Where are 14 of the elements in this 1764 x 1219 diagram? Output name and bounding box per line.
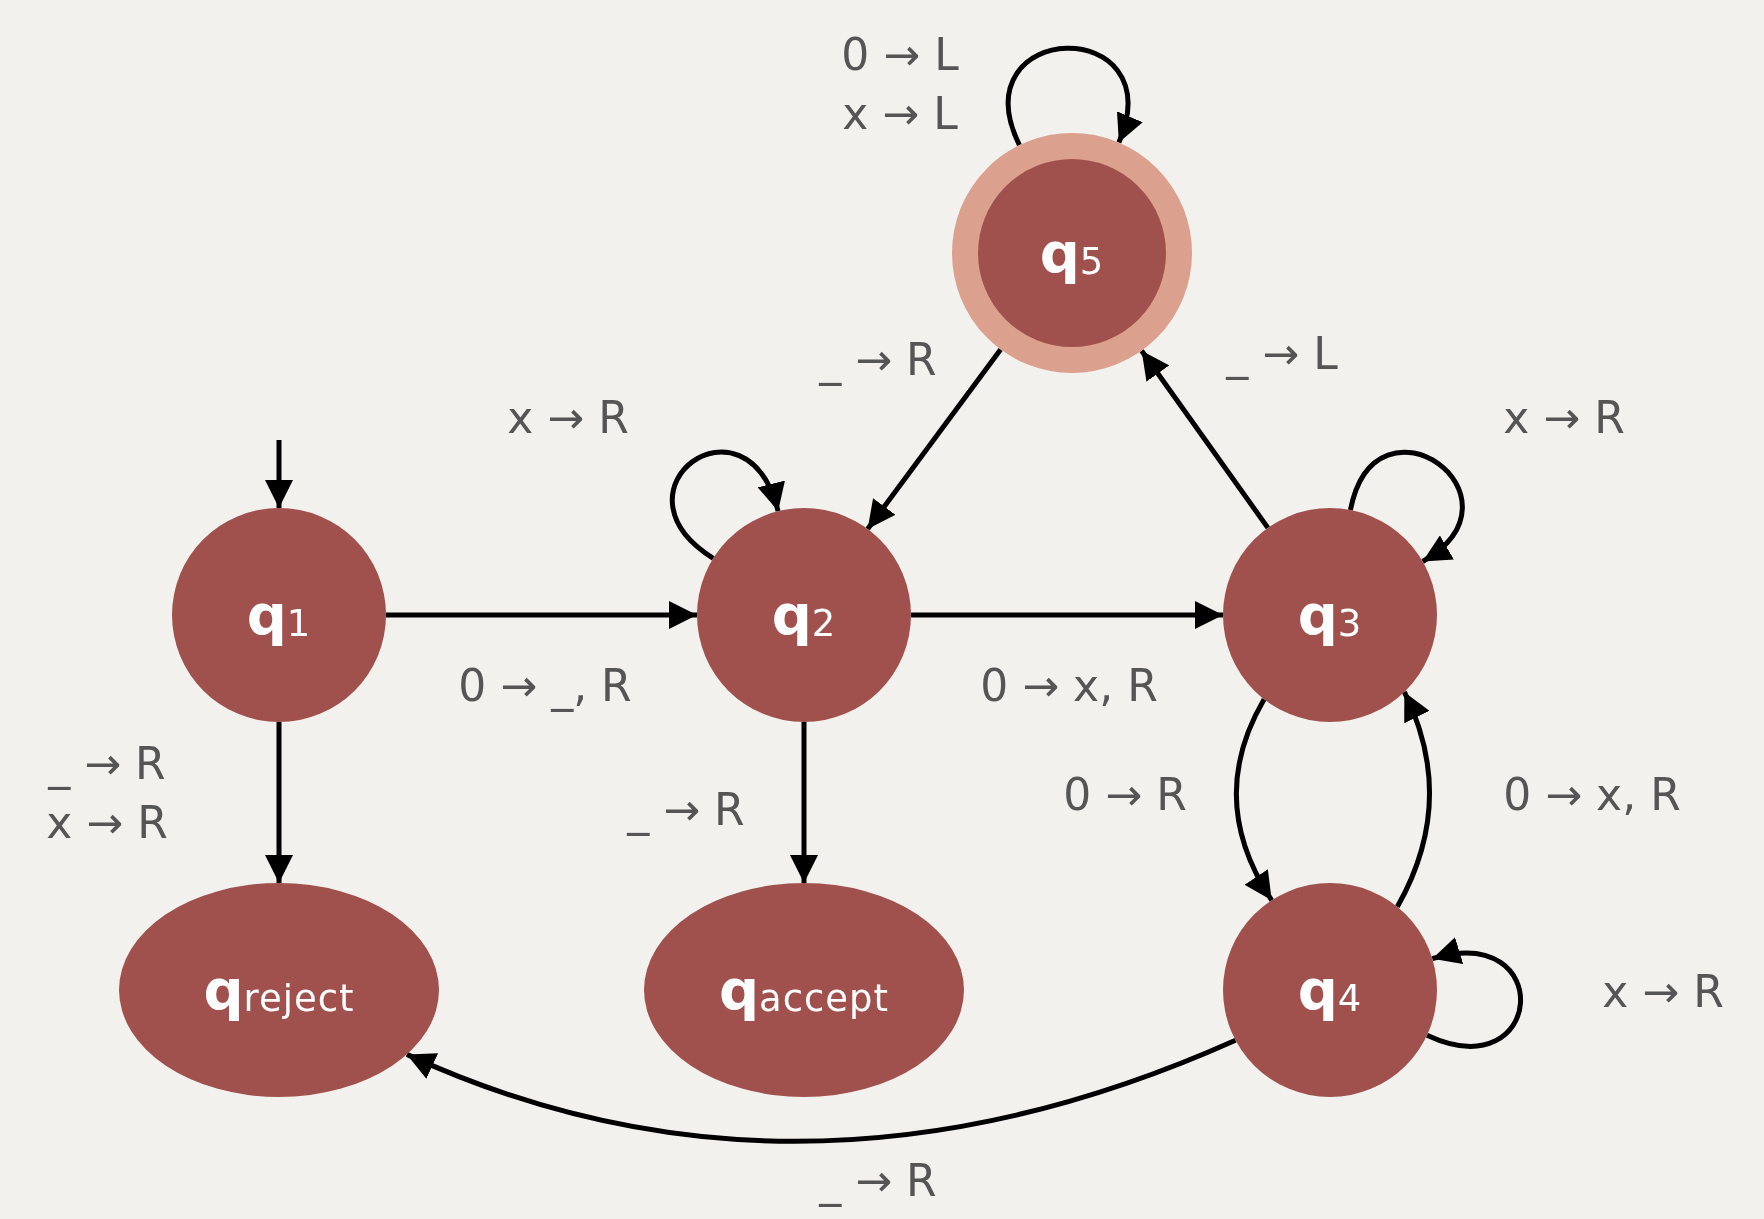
transition-arrow [1395, 690, 1432, 908]
transition-arrow [265, 722, 293, 883]
transition-arrow [1348, 449, 1465, 564]
transition-arrow [911, 601, 1223, 629]
transition-arrow [1426, 939, 1523, 1049]
transition-arrow [865, 347, 1003, 531]
transition-arrow [670, 449, 782, 561]
transition-arrow [405, 1037, 1237, 1144]
transition-arrow [790, 722, 818, 883]
transition-arrow [265, 440, 293, 508]
transition-arrow [1139, 349, 1270, 530]
transition-arrow [386, 601, 697, 629]
transition-arrow [1234, 698, 1274, 902]
transition-arrow [1006, 46, 1140, 146]
